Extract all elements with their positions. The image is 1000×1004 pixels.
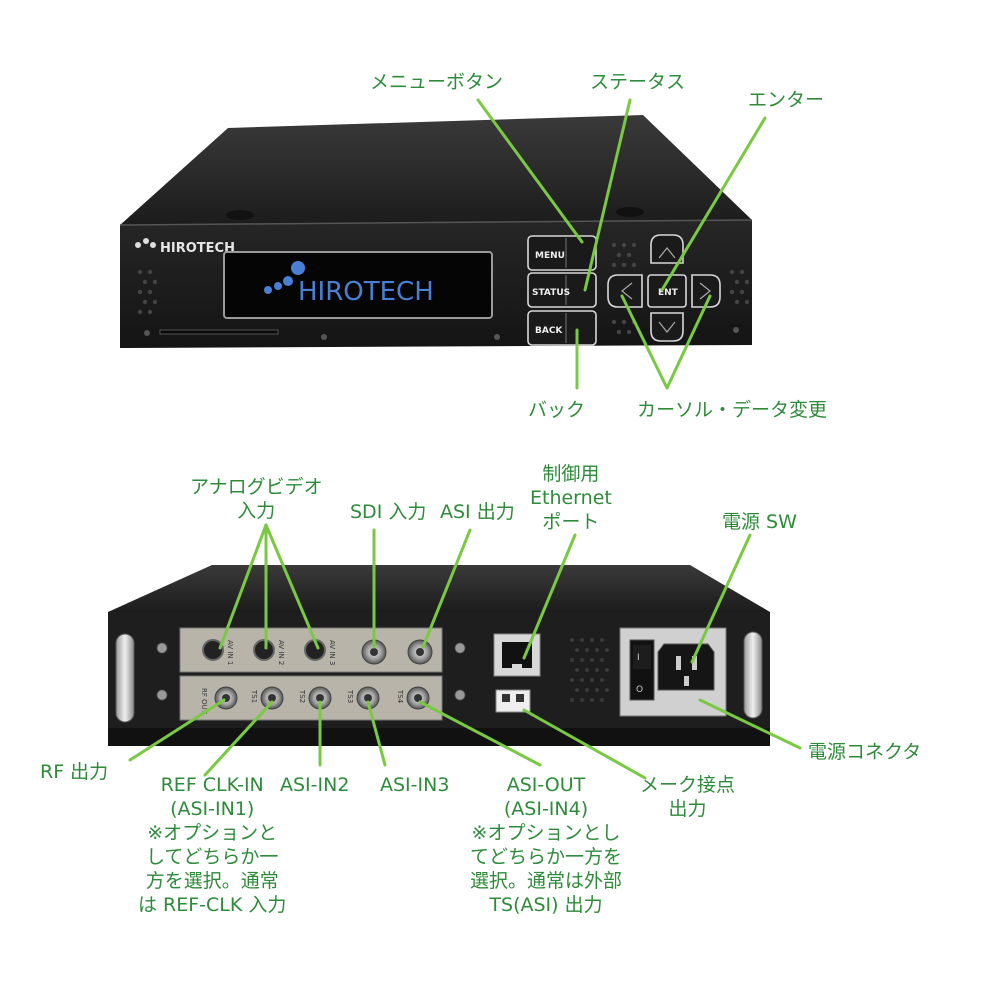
callout-sdi-in: SDI 入力 — [350, 501, 427, 523]
display-logo: HIROTECH — [264, 261, 434, 307]
contact-terminal[interactable] — [495, 689, 531, 713]
left-arrow-icon — [621, 282, 633, 300]
card-slot — [159, 329, 279, 335]
enter-button-label: ENT — [658, 288, 679, 298]
callout-status: ステータス — [590, 71, 686, 93]
ethernet-port[interactable] — [493, 633, 541, 677]
left-handle — [115, 633, 135, 723]
callout-asi-in3: ASI-IN3 — [380, 774, 450, 796]
rf-out-label: RF OUT — [200, 688, 208, 715]
menu-button-label: MENU — [535, 251, 565, 261]
up-arrow-icon — [658, 247, 676, 259]
callout-lines — [128, 98, 802, 780]
callout-asi-in2: ASI-IN2 — [280, 774, 350, 796]
right-handle — [743, 631, 763, 719]
enter-button[interactable]: ENT — [647, 274, 687, 308]
asi-out-port[interactable] — [407, 639, 433, 665]
power-on-mark: I — [637, 653, 640, 663]
menu-button[interactable]: MENU — [527, 235, 597, 271]
callout-enter: エンター — [748, 89, 825, 111]
cursor-down-button[interactable] — [650, 312, 684, 342]
av-in-1-label: AV IN 1 — [226, 640, 234, 665]
ts3-label: TS3 — [346, 689, 354, 703]
callout-power-connector: 電源コネクタ — [808, 741, 922, 763]
right-arrow-icon — [699, 282, 711, 300]
sdi-in-port[interactable] — [361, 639, 387, 665]
vfd-display — [223, 251, 493, 319]
left-vent — [137, 269, 158, 315]
cursor-right-button[interactable] — [691, 274, 721, 308]
power-inlet[interactable] — [657, 643, 715, 691]
power-switch[interactable]: I O — [629, 639, 655, 701]
rear-vent — [570, 638, 609, 702]
callout-analog-video: アナログビデオ 入力 — [190, 476, 323, 522]
callout-asi-out-in4: ASI-OUT (ASI-IN4) ※オプションとし てどちらか一方を 選択。通… — [470, 774, 623, 916]
callout-back: バック — [528, 399, 586, 421]
ts2-label: TS2 — [298, 689, 306, 703]
front-unit-top — [120, 115, 752, 225]
callout-rf-out: RF 出力 — [40, 761, 109, 783]
callout-ethernet: 制御用 Ethernet ポート — [530, 463, 612, 533]
display-brand-text: HIROTECH — [298, 277, 434, 307]
rear-unit-top — [108, 565, 770, 612]
ts1-port[interactable]: TS1 — [250, 686, 284, 710]
av-in-3-label: AV IN 3 — [328, 640, 336, 665]
power-off-mark: O — [636, 685, 643, 695]
cursor-up-button[interactable] — [650, 234, 684, 264]
rear-unit: AV IN 1 AV IN 2 AV IN 3 RF OUT — [108, 565, 770, 746]
callout-cursor: カーソル・データ変更 — [637, 399, 828, 421]
ts3-port[interactable]: TS3 — [346, 686, 380, 710]
callout-power-sw: 電源 SW — [722, 511, 797, 533]
front-unit: HIROTECH HIROTECH MENU — [119, 115, 753, 348]
status-button[interactable]: STATUS — [527, 272, 597, 308]
status-button-label: STATUS — [532, 288, 570, 298]
cursor-left-button[interactable] — [607, 274, 643, 308]
av-in-2-label: AV IN 2 — [277, 640, 285, 665]
ts1-label: TS1 — [250, 689, 258, 703]
callout-ref-clk: REF CLK-IN (ASI-IN1) ※オプションと してどちらか一 方を選… — [138, 774, 287, 916]
callout-menu-button: メニューボタン — [370, 71, 504, 93]
av-in-1-port[interactable]: AV IN 1 — [202, 639, 234, 665]
av-in-2-port[interactable]: AV IN 2 — [253, 639, 285, 665]
back-button[interactable]: BACK — [527, 310, 597, 346]
right-vent — [729, 269, 750, 305]
callout-asi-out: ASI 出力 — [440, 501, 515, 523]
ts4-label: TS4 — [396, 689, 404, 704]
brand-text: HIROTECH — [160, 241, 235, 256]
down-arrow-icon — [658, 321, 676, 333]
back-button-label: BACK — [535, 326, 563, 336]
hirotech-logo: HIROTECH — [135, 238, 235, 256]
callout-maker-contact: メーク接点 出力 — [640, 774, 736, 820]
